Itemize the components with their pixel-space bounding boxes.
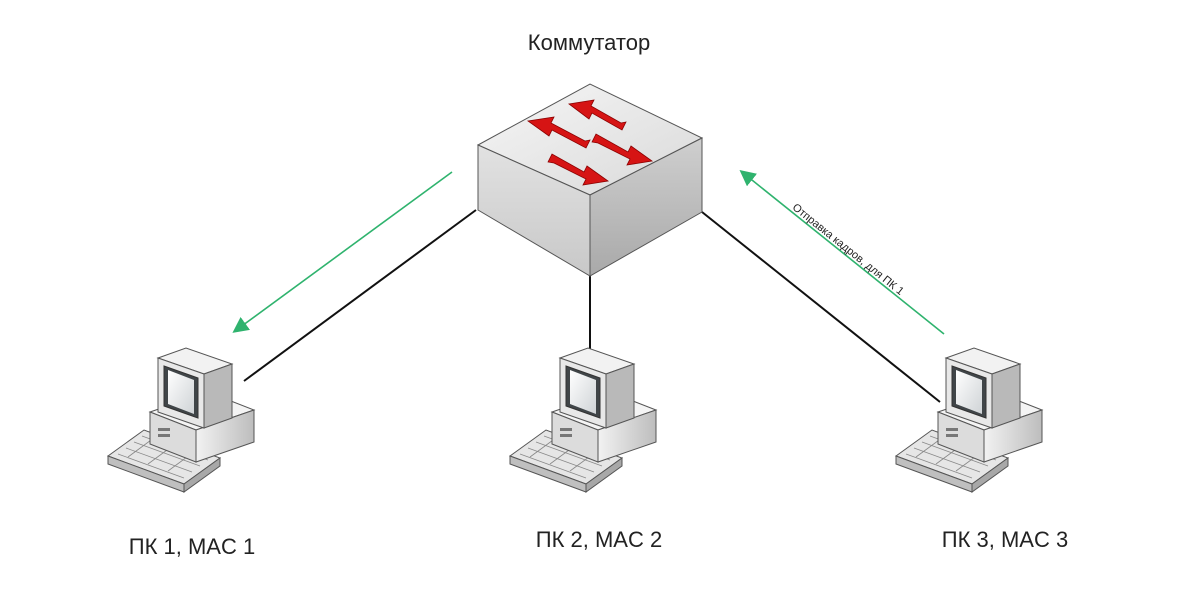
- pc1-label: ПК 1, MAC 1: [129, 534, 255, 559]
- pc2-icon: [509, 347, 657, 493]
- pc1-icon: [107, 347, 255, 493]
- flow-label: Отправка кадров, для ПК 1: [790, 202, 906, 298]
- switch-title: Коммутатор: [528, 30, 650, 55]
- switch-right-face: [589, 137, 703, 277]
- pc3-label: ПК 3, MAC 3: [942, 527, 1068, 552]
- flow-arrow-to-pc1: [232, 171, 453, 333]
- link-switch-pc3: [701, 211, 941, 403]
- network-links: [243, 209, 941, 403]
- pc2-label: ПК 2, MAC 2: [536, 527, 662, 552]
- link-switch-pc1: [243, 209, 477, 382]
- frame-flow-arrows: [232, 169, 945, 335]
- flow-arrow-from-pc3: [739, 169, 945, 335]
- network-switch-icon: [476, 83, 704, 277]
- switch-arrows-icon: [526, 99, 654, 186]
- pc3-icon: [895, 347, 1043, 493]
